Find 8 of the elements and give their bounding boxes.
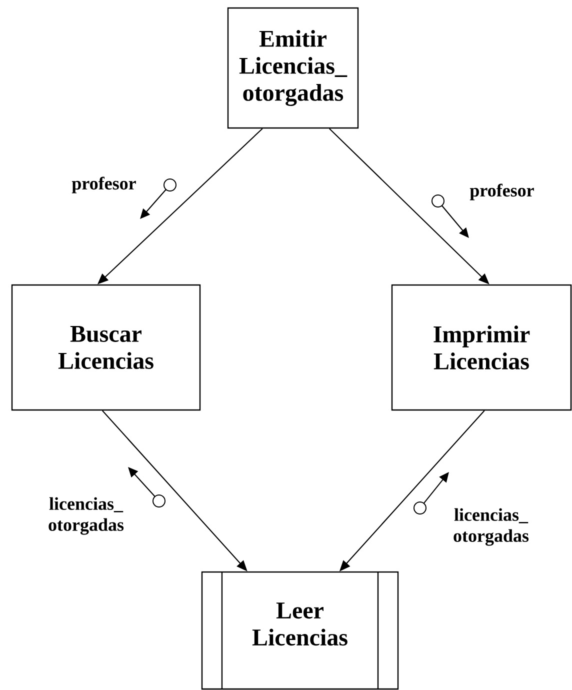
module-box: Buscar Licencias	[11, 284, 201, 411]
module-box: Imprimir Licencias	[391, 284, 572, 411]
library-module-box: Leer Licencias	[201, 571, 399, 690]
module-box: Emitir Licencias_ otorgadas	[227, 7, 359, 129]
edge-label: licencias_ otorgadas	[48, 497, 124, 535]
edge-label: profesor	[470, 184, 534, 200]
edge-label: licencias_ otorgadas	[454, 508, 529, 546]
edge-label: profesor	[72, 176, 136, 194]
